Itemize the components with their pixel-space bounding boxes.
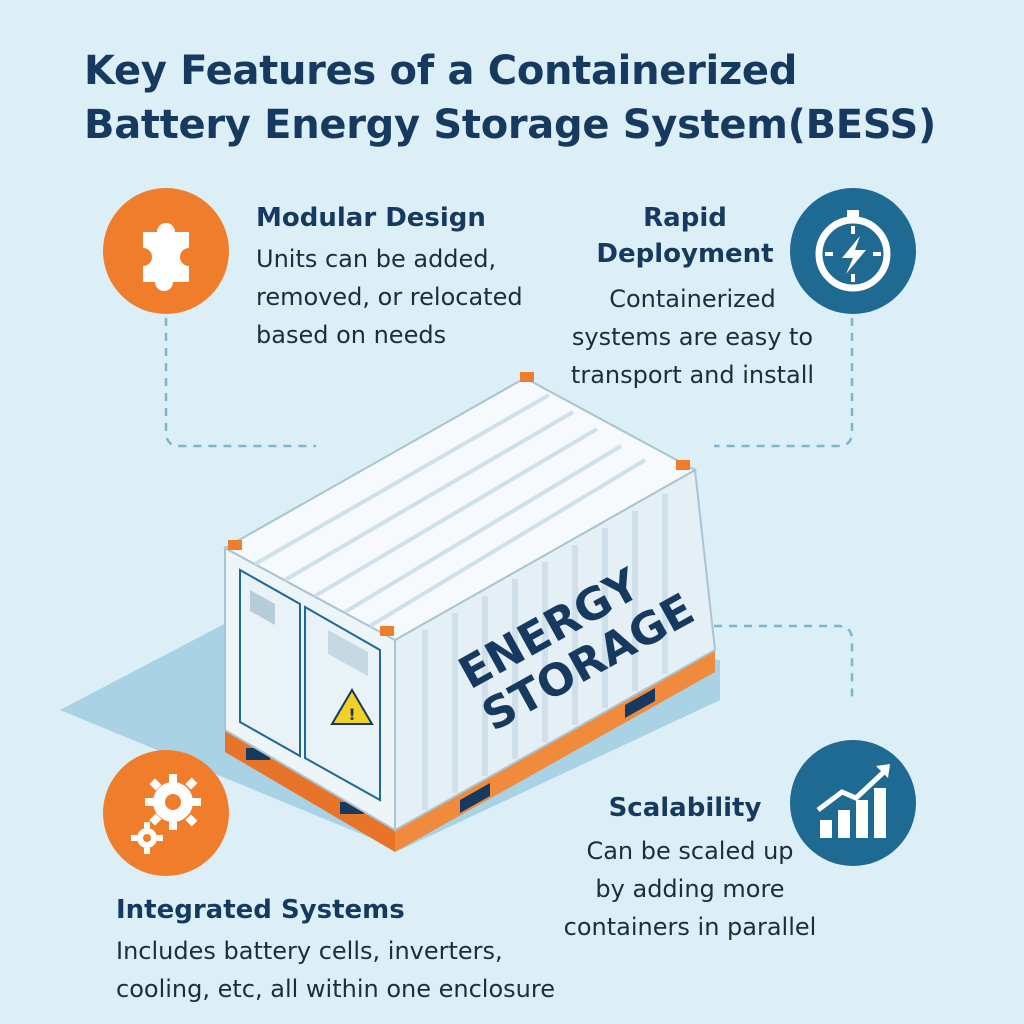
modular-desc: Units can be added, removed, or relocate… <box>256 240 523 354</box>
scalability-icon-badge <box>790 740 916 866</box>
modular-title: Modular Design <box>256 203 486 233</box>
rapid-title: Rapid Deployment <box>560 200 810 272</box>
growth-chart-icon <box>816 764 890 838</box>
door-vent <box>328 630 368 676</box>
scalability-title: Scalability <box>608 793 762 823</box>
rapid-desc-line: systems are easy to <box>571 323 814 351</box>
warning-sign-icon <box>330 688 374 725</box>
rapid-desc: Containerized systems are easy to transp… <box>555 280 830 394</box>
rapid-title-line: Rapid <box>643 203 727 233</box>
title-line-2: Battery Energy Storage System(BESS) <box>84 102 937 148</box>
corner-casting <box>228 540 242 550</box>
corner-casting <box>676 460 690 470</box>
modular-desc-line: removed, or relocated <box>256 283 523 311</box>
corner-casting <box>380 626 394 636</box>
container-base-front <box>225 730 395 852</box>
connector-modular <box>164 318 316 448</box>
door-panel <box>250 590 275 625</box>
scalability-desc: Can be scaled up by adding more containe… <box>540 832 840 946</box>
stopwatch-bolt-icon <box>815 210 891 292</box>
container-foot <box>625 688 655 718</box>
integrated-desc: Includes battery cells, inverters, cooli… <box>116 932 555 1008</box>
scalability-desc-line: Can be scaled up <box>586 837 794 865</box>
rapid-title-line: Deployment <box>596 239 774 269</box>
page-title: Key Features of a Containerized Battery … <box>84 44 984 152</box>
modular-desc-line: Units can be added, <box>256 245 497 273</box>
integrated-desc-line: Includes battery cells, inverters, <box>116 937 503 965</box>
connector-scalability <box>714 624 854 700</box>
integrated-icon-badge <box>103 750 229 876</box>
scalability-desc-line: containers in parallel <box>563 913 817 941</box>
rapid-desc-line: transport and install <box>570 361 815 389</box>
rapid-desc-line: Containerized <box>609 285 776 313</box>
integrated-desc-line: cooling, etc, all within one enclosure <box>116 975 555 1003</box>
scalability-desc-line: by adding more <box>595 875 785 903</box>
rapid-icon-badge <box>790 188 916 314</box>
integrated-title: Integrated Systems <box>116 895 405 925</box>
modular-desc-line: based on needs <box>256 321 447 349</box>
container-foot <box>460 783 490 813</box>
gears-icon <box>131 774 201 854</box>
container-door <box>239 568 301 758</box>
puzzle-piece-icon <box>143 223 189 291</box>
title-line-1: Key Features of a Containerized <box>84 48 798 94</box>
connector-rapid <box>714 318 854 448</box>
modular-icon-badge <box>103 188 229 314</box>
corner-casting <box>520 372 534 382</box>
svg-text:!: ! <box>348 705 355 724</box>
